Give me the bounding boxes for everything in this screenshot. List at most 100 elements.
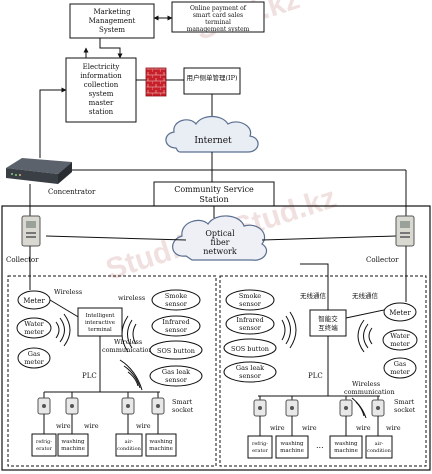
sensor-waves-right-icon: [281, 311, 297, 349]
svg-text:washing: washing: [280, 441, 304, 447]
svg-text:washing: washing: [334, 441, 358, 447]
wire-left-label-1: wire: [56, 422, 71, 430]
internet-cloud-icon: Internet: [165, 115, 259, 153]
appliance-right-4: air- condition: [365, 435, 393, 459]
watermark: Stud.kz - Stud.kz Stud.kz - Stud.kz: [102, 0, 430, 287]
community-station-box: Community Service Station: [153, 181, 275, 207]
online-payment-box: Online payment of smart card sales termi…: [171, 1, 265, 33]
svg-text:condition: condition: [117, 446, 141, 452]
collector-left-label: Collector: [6, 256, 39, 264]
svg-text:Water: Water: [24, 320, 44, 328]
svg-text:sensor: sensor: [165, 376, 188, 384]
wireless-cn-label-1: 无线通信: [300, 291, 327, 300]
smart-socket-right-2-icon: [285, 396, 299, 417]
svg-text:machine: machine: [334, 448, 358, 454]
wireless-cn-label-2: 无线通信: [352, 291, 379, 300]
terminal-meter-right-link: [345, 309, 385, 319]
home-left-frame: [7, 275, 217, 467]
svg-text:air-: air-: [375, 441, 384, 447]
svg-text:System: System: [99, 26, 125, 34]
svg-text:SOS button: SOS button: [231, 345, 269, 353]
infrared-sensor-left: Infrared sensor: [151, 315, 201, 337]
smart-socket-right-3-icon: [339, 396, 353, 417]
svg-text:meter: meter: [24, 358, 44, 366]
smart-socket-left-label-2: socket: [172, 406, 194, 414]
svg-text:smart card sales: smart card sales: [193, 12, 243, 19]
smart-socket-right-4-icon: [371, 396, 385, 417]
svg-text:master: master: [89, 99, 114, 107]
smoke-sensor-right: Smoke sensor: [225, 289, 275, 311]
meter-terminal-link: [49, 299, 81, 319]
svg-text:information: information: [80, 72, 122, 80]
meter-right: Meter: [383, 302, 417, 322]
svg-text:terminal: terminal: [205, 19, 231, 26]
smoke-sensor-left: Smoke sensor: [151, 289, 201, 311]
svg-text:sensor: sensor: [239, 372, 262, 380]
smart-socket-right-label-1: Smart: [394, 398, 415, 406]
svg-text:Optical: Optical: [205, 229, 235, 238]
collector-optical-right-link: [261, 235, 397, 241]
smart-socket-left-2-icon: [65, 392, 79, 415]
svg-text:management system: management system: [187, 26, 250, 33]
svg-text:refrig-: refrig-: [36, 439, 52, 445]
svg-text:condition: condition: [367, 448, 391, 454]
meter-waves-right-icon: [357, 319, 373, 353]
svg-text:智能交: 智能交: [318, 314, 338, 323]
sos-button-right: SOS button: [223, 338, 277, 358]
smart-socket-left-label-1: Smart: [172, 398, 193, 406]
optical-fiber-cloud-icon: Optical fiber network: [172, 215, 267, 261]
collector-optical-left-link: [45, 235, 187, 241]
svg-text:Management: Management: [89, 17, 136, 25]
svg-text:machine: machine: [61, 446, 85, 452]
plc-left-label: PLC: [82, 372, 97, 380]
appliance-left-1: refrig- erator: [31, 433, 57, 457]
concentrator-master-link: [39, 87, 67, 122]
concentrator-icon: [6, 158, 72, 184]
gas-leak-sensor-right: Gas leak sensor: [223, 361, 277, 383]
svg-text:machine: machine: [280, 448, 304, 454]
svg-text:SOS button: SOS button: [157, 347, 195, 355]
wire-right-label-3: wire: [356, 424, 371, 432]
collector-right-icon: [395, 215, 415, 247]
wireless-mid-label: wireless: [118, 294, 145, 302]
svg-text:Gas leak: Gas leak: [162, 368, 190, 376]
svg-text:Electricity: Electricity: [83, 63, 120, 71]
svg-text:Meter: Meter: [23, 297, 45, 305]
appliance-left-3: air- condition: [115, 433, 143, 457]
more-appliances-dots: ...: [316, 441, 324, 450]
smart-socket-left-1-icon: [37, 392, 51, 415]
wire-right-label-4: wire: [386, 424, 401, 432]
master-station-box: Electricity information collection syste…: [65, 57, 137, 123]
concentrator-label: Concentrator: [48, 188, 96, 196]
wireless-top-label: Wireless: [54, 288, 82, 296]
gas-leak-sensor-left: Gas leak sensor: [149, 365, 203, 387]
appliance-right-3: washing machine: [329, 435, 363, 459]
svg-text:washing: washing: [149, 439, 173, 445]
wire-right-label-2: wire: [302, 424, 317, 432]
terminal-optical-right-link: [300, 263, 329, 310]
svg-text:sensor: sensor: [239, 300, 262, 308]
svg-text:用户侧单管理(IP): 用户侧单管理(IP): [186, 73, 237, 82]
svg-text:Gas leak: Gas leak: [236, 364, 264, 372]
svg-text:interactive: interactive: [85, 320, 115, 326]
svg-text:sensor: sensor: [165, 326, 188, 334]
smart-terminal-right-box: 智能交 互终端: [309, 309, 347, 337]
svg-text:Community Service: Community Service: [174, 185, 254, 194]
wireless-comm-right-label-1: Wireless: [352, 380, 380, 388]
svg-text:air-: air-: [125, 439, 134, 445]
svg-text:system: system: [89, 90, 114, 98]
firewall-icon: [145, 67, 167, 97]
appliance-left-4: washing machine: [145, 433, 177, 457]
svg-text:Smoke: Smoke: [165, 292, 187, 300]
water-meter-left: Water meter: [16, 317, 52, 339]
plc-right-label: PLC: [308, 372, 323, 380]
gas-meter-right: Gas meter: [383, 357, 417, 379]
infrared-sensor-right: Infrared sensor: [225, 313, 275, 335]
intelligent-terminal-box: Intelligent interactive terminal: [77, 307, 123, 337]
svg-text:互终端: 互终端: [318, 323, 338, 332]
svg-text:Infrared: Infrared: [162, 318, 189, 326]
svg-text:Gas: Gas: [394, 360, 406, 368]
svg-text:meter: meter: [390, 368, 410, 376]
svg-text:Internet: Internet: [194, 136, 232, 146]
